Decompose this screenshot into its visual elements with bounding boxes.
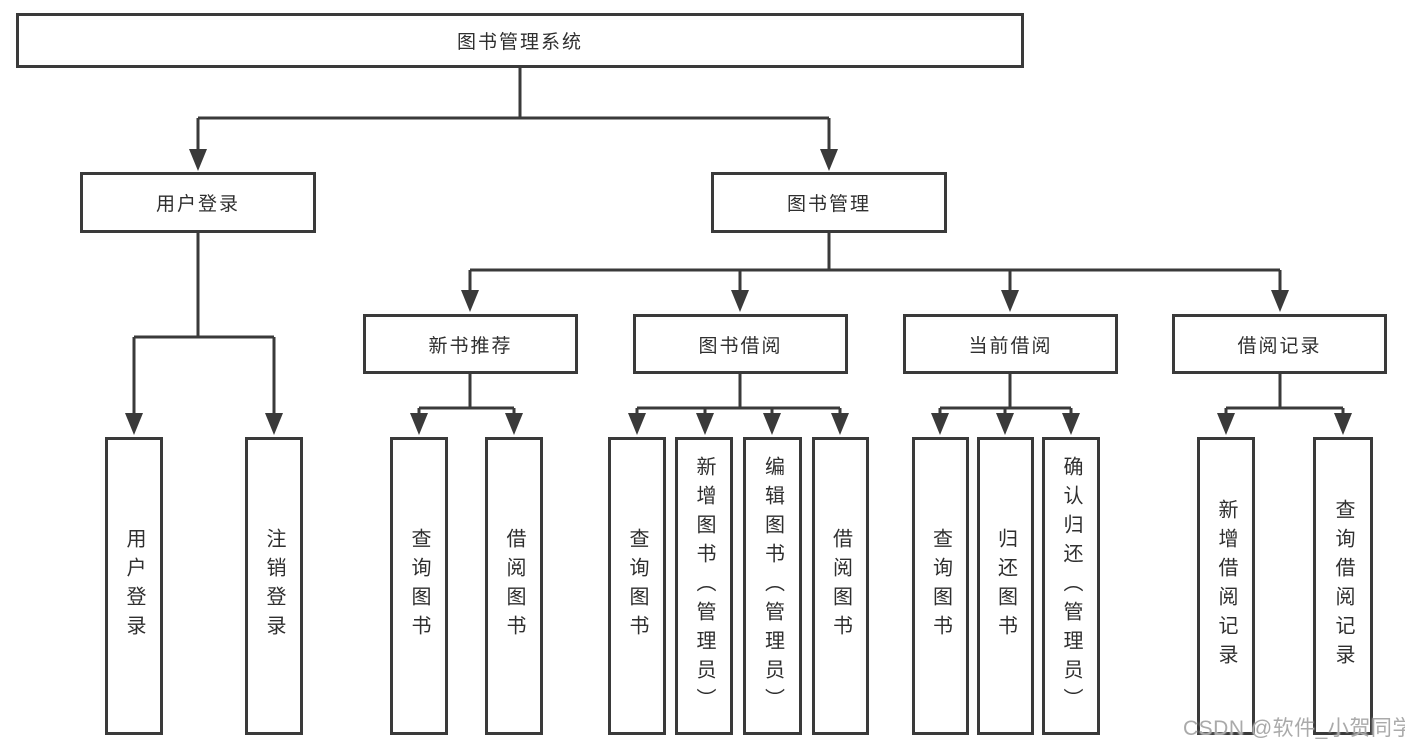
leaf-user-login: 用户登录 [105,437,163,735]
leaf-label: 归还图书 [994,528,1017,644]
leaf-label: 查询图书 [929,528,952,644]
leaf-confirm-return-admin: 确认归还（管理员） [1042,437,1100,735]
leaf-query-books-current: 查询图书 [912,437,969,735]
leaf-label: 借阅图书 [503,528,525,644]
node-book-management: 图书管理 [711,172,947,233]
tree-connector-lines [132,68,1345,416]
leaf-query-books-recommend: 查询图书 [390,437,448,735]
leaf-borrow-books: 借阅图书 [812,437,869,735]
leaf-label: 新增图书（管理员） [693,455,715,717]
leaf-label: 查询图书 [626,528,648,644]
leaf-label: 借阅图书 [829,528,852,644]
arrow-down-icons [125,149,1352,435]
leaf-add-borrow-record: 新增借阅记录 [1197,437,1255,735]
leaf-logout: 注销登录 [245,437,303,735]
leaf-query-borrow-record: 查询借阅记录 [1313,437,1373,735]
node-user-login: 用户登录 [80,172,316,233]
leaf-return-books: 归还图书 [977,437,1034,735]
node-current-borrowing: 当前借阅 [903,314,1118,374]
leaf-borrow-books-recommend: 借阅图书 [485,437,543,735]
leaf-label: 查询借阅记录 [1332,499,1354,673]
leaf-label: 确认归还（管理员） [1060,455,1082,717]
node-new-book-recommend: 新书推荐 [363,314,578,374]
leaf-label: 注销登录 [263,528,285,644]
leaf-add-books-admin: 新增图书（管理员） [675,437,733,735]
leaf-query-books-borrow: 查询图书 [608,437,666,735]
node-library-management-system: 图书管理系统 [16,13,1024,68]
watermark: CSDN @软件_小贺同学 [1183,717,1405,740]
leaf-edit-books-admin: 编辑图书（管理员） [743,437,802,735]
leaf-label: 查询图书 [408,528,430,644]
leaf-label: 用户登录 [123,528,145,644]
node-book-borrowing: 图书借阅 [633,314,848,374]
leaf-label: 编辑图书（管理员） [761,455,784,717]
leaf-label: 新增借阅记录 [1215,499,1237,673]
node-borrowing-records: 借阅记录 [1172,314,1387,374]
